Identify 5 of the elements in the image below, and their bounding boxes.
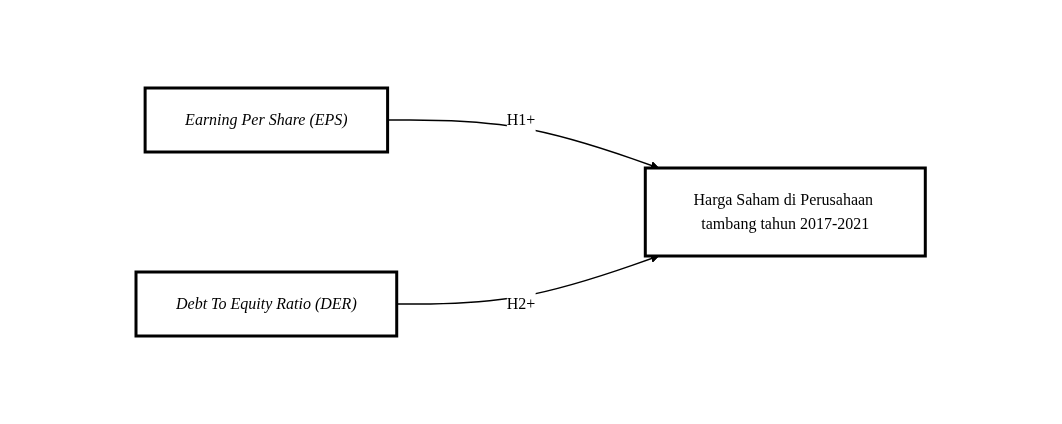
edge-label: H2+ (507, 295, 536, 312)
edge-label: H1+ (507, 111, 536, 128)
node-box: Earning Per Share (EPS) (143, 86, 390, 154)
node-box: Harga Saham di Perusahaan tambang tahun 2017-2021 (644, 166, 928, 258)
node-box: Debt To Equity Ratio (DER) (134, 270, 399, 338)
